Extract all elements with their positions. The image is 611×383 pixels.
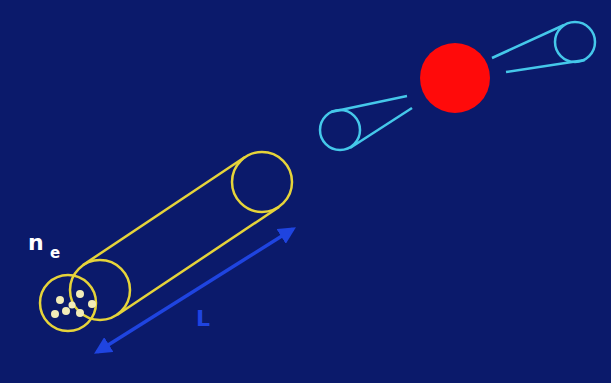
detector-cones	[320, 22, 595, 150]
electron-dots	[51, 290, 96, 318]
length-label: L	[196, 308, 210, 330]
density-subscript: e	[50, 246, 60, 261]
plasma-cylinder	[40, 152, 292, 331]
density-symbol: n	[28, 232, 44, 254]
length-arrow	[97, 229, 293, 352]
source-sphere	[420, 43, 490, 113]
